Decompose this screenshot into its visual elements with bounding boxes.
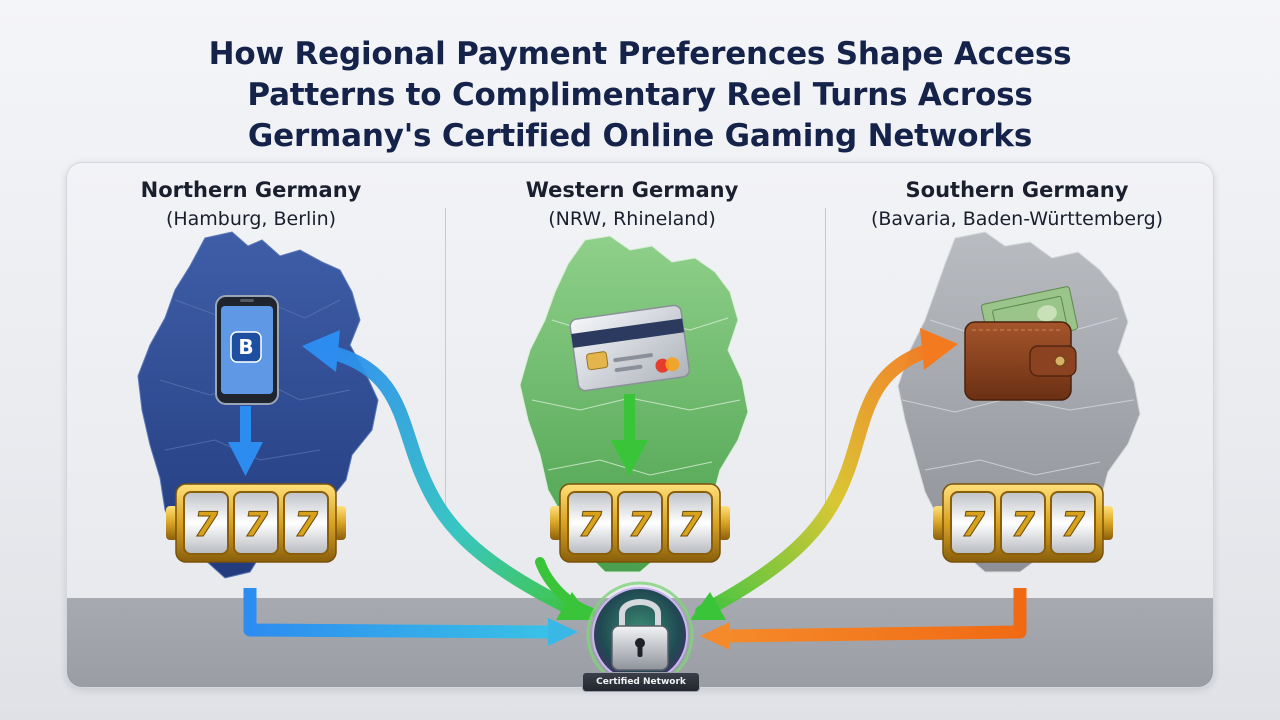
reel-symbol: 7 xyxy=(578,505,602,545)
region-south-cities: (Bavaria, Baden-Württemberg) xyxy=(870,208,1164,230)
west-reels-to-hub-arrow xyxy=(535,557,595,617)
region-north-cities: (Hamburg, Berlin) xyxy=(165,208,337,230)
reel-symbol: 7 xyxy=(678,505,702,545)
reel-symbol: 7 xyxy=(1061,505,1085,545)
region-south-title: Southern Germany xyxy=(905,178,1129,202)
reel-symbol: 7 xyxy=(294,505,318,545)
south-reels-to-hub-arrow xyxy=(700,588,1027,650)
certified-network-hub xyxy=(586,581,694,689)
region-divider xyxy=(825,208,826,513)
west-slot-reels: 7 7 7 xyxy=(550,483,730,563)
reel-symbol: 7 xyxy=(194,505,218,545)
padlock-icon xyxy=(611,599,669,671)
south-slot-reels: 7 7 7 xyxy=(933,483,1113,563)
region-west-title: Western Germany xyxy=(525,178,739,202)
bank-app-letter: B xyxy=(238,335,253,359)
reel-symbol: 7 xyxy=(244,505,268,545)
north-reels-to-hub-arrow xyxy=(243,588,578,646)
reel-symbol: 7 xyxy=(961,505,985,545)
north-payment-to-reels-arrow xyxy=(228,406,263,476)
region-divider xyxy=(445,208,446,513)
certified-network-label: Certified Network xyxy=(582,672,700,692)
region-west-cities: (NRW, Rhineland) xyxy=(548,208,716,230)
smartphone-banking-icon: B xyxy=(215,295,279,405)
north-slot-reels: 7 7 7 xyxy=(166,483,346,563)
west-payment-to-reels-arrow xyxy=(611,394,648,476)
reel-symbol: 7 xyxy=(1011,505,1035,545)
south-hub-to-payment-arrow xyxy=(690,328,958,620)
reel-symbol: 7 xyxy=(628,505,652,545)
page-title: How Regional Payment Preferences Shape A… xyxy=(208,36,1072,154)
wallet-cash-icon xyxy=(964,286,1079,401)
region-north-title: Northern Germany xyxy=(140,178,362,202)
credit-card-icon xyxy=(569,304,691,392)
